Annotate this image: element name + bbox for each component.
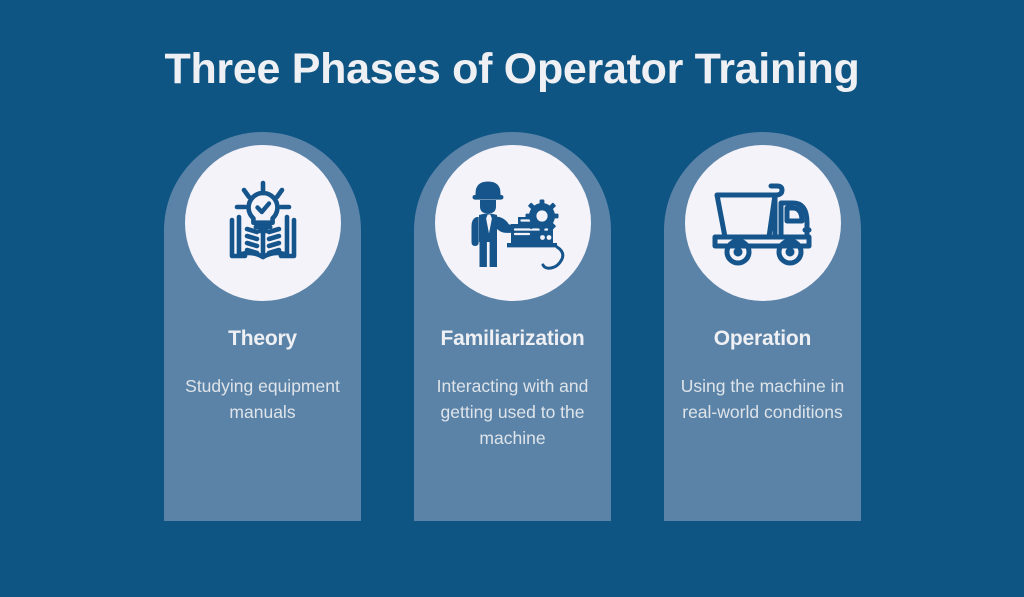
card-description-theory: Studying equipment manuals [185, 376, 340, 423]
phase-card-operation[interactable]: Operation Using the machine in real-worl… [664, 132, 861, 521]
card-title-operation: Operation [713, 327, 812, 350]
icon-circle-theory [184, 145, 341, 301]
card-description-familiarization: Interacting with and getting used to the… [436, 376, 589, 448]
icon-circle-operation [684, 145, 841, 301]
dump-truck-icon [709, 177, 817, 269]
open-book-lightbulb-icon [211, 171, 315, 275]
card-title-familiarization: Familiarization [440, 327, 585, 350]
card-title-theory: Theory [228, 327, 297, 350]
page-title: Three Phases of Operator Training [164, 45, 860, 93]
worker-pointing-at-machine-icon [459, 171, 567, 275]
card-description-operation: Using the machine in real-world conditio… [680, 376, 845, 423]
phase-card-familiarization[interactable]: Familiarization Interacting with and get… [414, 132, 611, 521]
phase-card-theory[interactable]: Theory Studying equipment manuals [164, 132, 361, 521]
phase-card-row: Theory Studying equipment manuals [164, 132, 861, 521]
icon-circle-familiarization [434, 145, 591, 301]
